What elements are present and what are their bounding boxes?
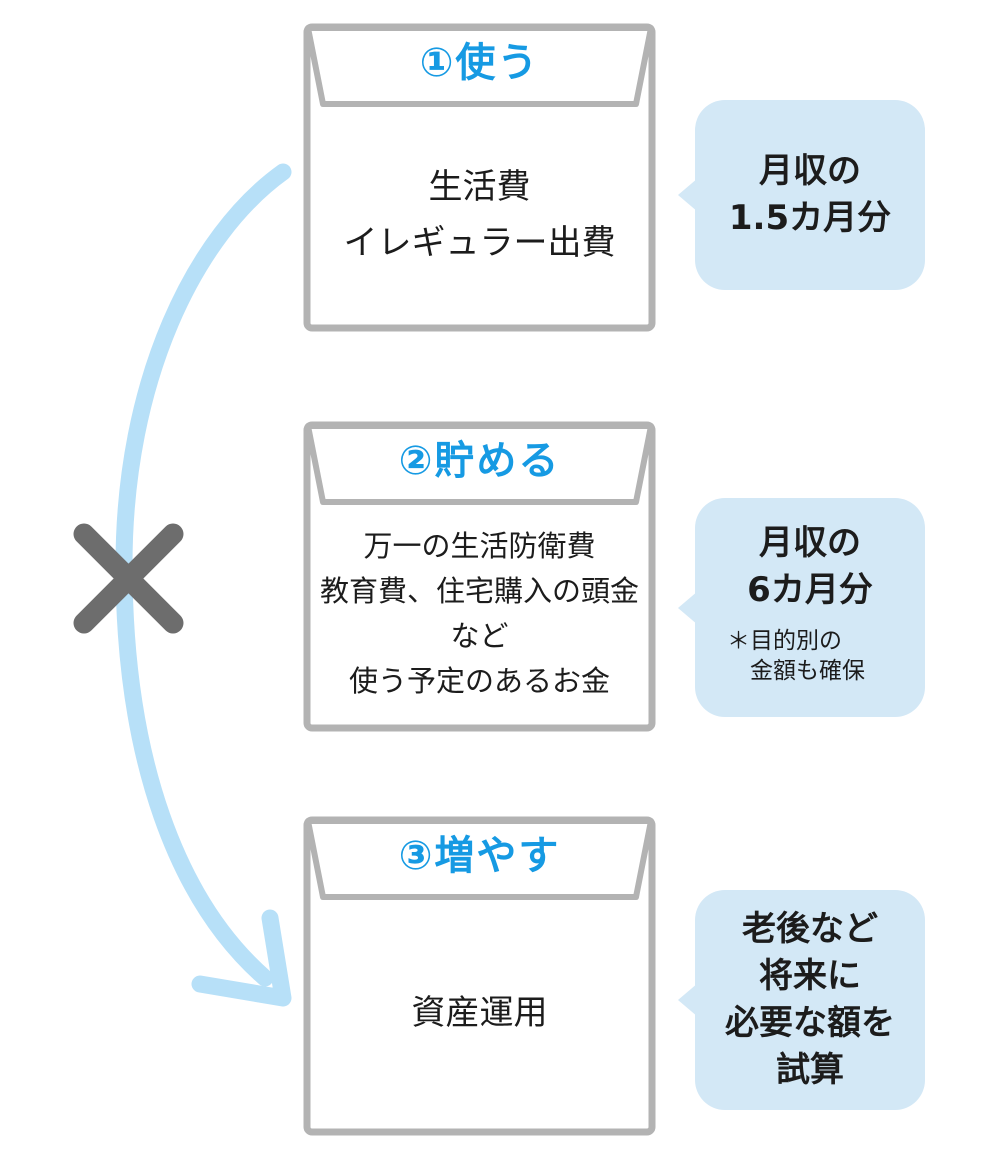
bubble-text-line: 6カ月分 [747, 570, 873, 610]
bubble-future-estimate: 老後など 将来に 必要な額を 試算 [678, 890, 925, 1110]
envelope-save: ②貯める 万一の生活防衛費 教育費、住宅購入の頭金 など 使う予定のあるお金 [302, 420, 657, 733]
envelope-text-line: など [450, 618, 509, 653]
bubble-text-line: 月収の [759, 151, 861, 191]
envelope-title-grow: ③増やす [398, 833, 561, 879]
bubble-note-line: ＊目的別の [727, 628, 842, 654]
bubble-text-line: 必要な額を [725, 1003, 895, 1043]
bubble-text-line: 試算 [776, 1050, 844, 1090]
bubble-tail [678, 590, 698, 625]
envelope-outline [303, 421, 656, 732]
bubble-tail [678, 178, 698, 212]
envelope-flap [305, 423, 654, 505]
arrowhead-icon [191, 909, 292, 1007]
bubble-monthly-income-1-5: 月収の 1.5カ月分 [678, 100, 925, 290]
bubble-text-line: 将来に [759, 956, 861, 996]
envelope-text-line: 資産運用 [411, 993, 548, 1033]
envelope-text-line: 万一の生活防衛費 [363, 528, 596, 563]
envelope-text-line: 教育費、住宅購入の頭金 [319, 573, 639, 608]
envelope-body-grow: 資産運用 [314, 897, 645, 1129]
bubble-tail [678, 983, 698, 1017]
envelope-outline [303, 23, 656, 332]
envelope-use: ①使う 生活費 イレギュラー出費 [302, 22, 657, 333]
envelope-grow: ③増やす 資産運用 [302, 815, 657, 1137]
bubble-note-line: 金額も確保 [750, 658, 865, 684]
envelope-text-line: イレギュラー出費 [343, 222, 616, 263]
envelope-title-save: ②貯める [398, 438, 561, 484]
envelope-title-use: ①使う [419, 40, 540, 86]
bubble-text-line: 老後など [742, 909, 878, 949]
envelope-text-line: 生活費 [428, 166, 531, 207]
bubble-text-line: 1.5カ月分 [728, 198, 892, 238]
envelope-flap [305, 818, 654, 900]
envelope-body-use: 生活費 イレギュラー出費 [314, 104, 645, 325]
bubble-monthly-income-6: 月収の 6カ月分 ＊目的別の 金額も確保 [678, 498, 925, 717]
bubble-note: ＊目的別の 金額も確保 [727, 626, 865, 686]
x-mark-icon [73, 523, 184, 634]
envelope-body-save: 万一の生活防衛費 教育費、住宅購入の頭金 など 使う予定のあるお金 [314, 502, 645, 725]
envelope-text-line: 使う予定のあるお金 [348, 663, 610, 698]
envelope-outline [303, 816, 656, 1136]
bubble-text-line: 月収の [759, 523, 861, 563]
envelope-flap [305, 25, 654, 107]
curved-flow-arrow [115, 163, 292, 987]
